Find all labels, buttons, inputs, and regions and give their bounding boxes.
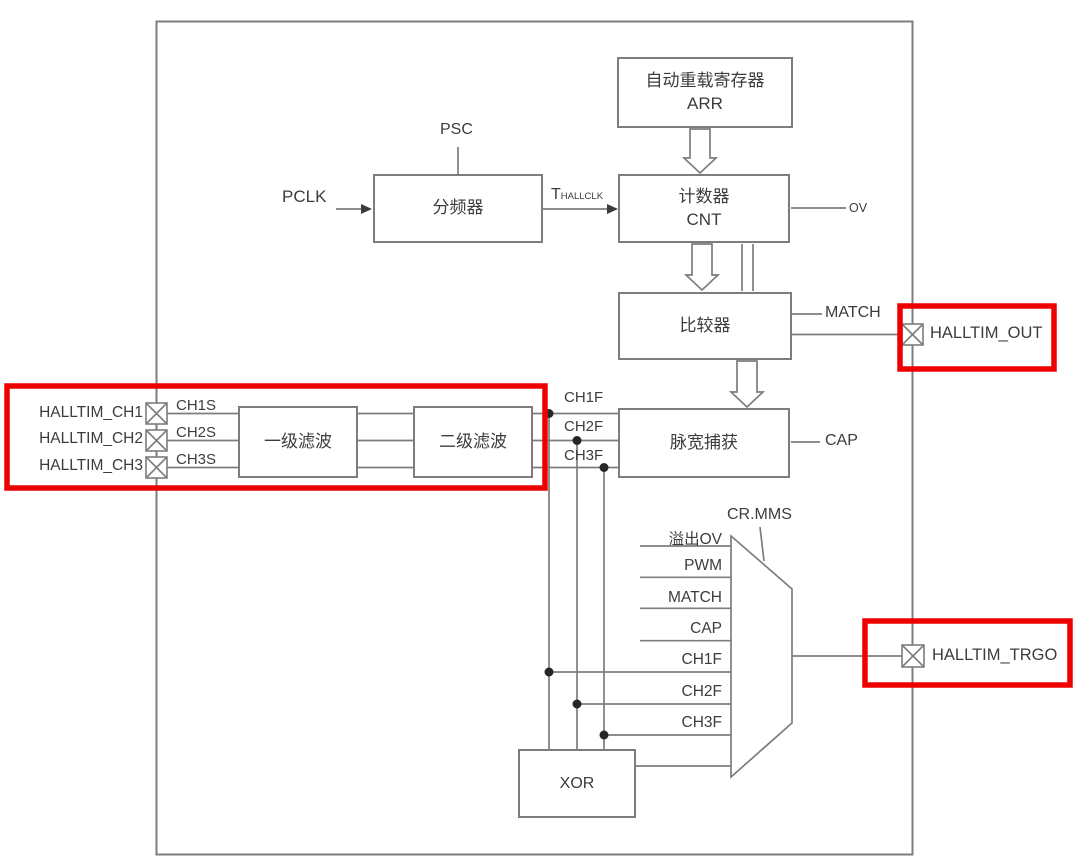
crmms-pointer-line — [759, 526, 765, 562]
pad-ch1-label: HALLTIM_CH1 — [39, 404, 143, 421]
pad-symbols — [145, 323, 925, 668]
mux-input-pwm-label: PWM — [684, 557, 722, 574]
comparator-label: 比较器 — [679, 315, 731, 335]
mux-input-cap-label: CAP — [690, 620, 722, 637]
xor-label: XOR — [559, 774, 595, 792]
cnt-to-comparator-arrow — [683, 243, 721, 292]
arr-to-cnt-arrow — [681, 128, 719, 175]
mux-input-ch1f-label: CH1F — [681, 651, 722, 668]
ov-label: OV — [849, 201, 868, 215]
match-label: MATCH — [825, 304, 881, 321]
ch2s-label: CH2S — [176, 424, 217, 441]
counter-block: 计数器 CNT — [618, 174, 790, 243]
pad-ch3-icon — [145, 456, 168, 479]
mux-input-match-label: MATCH — [668, 589, 722, 606]
pad-trgo-icon — [901, 644, 925, 668]
highlight-channels — [4, 383, 548, 491]
counter-label-en: CNT — [686, 209, 722, 229]
filter-stage2-block: 二级滤波 — [413, 406, 533, 478]
filter-stage1-block: 一级滤波 — [238, 406, 358, 478]
arr-label-en: ARR — [687, 93, 723, 113]
prescaler-label: 分频器 — [432, 198, 484, 218]
psc-label: PSC — [440, 121, 473, 138]
pad-trgo-label: HALLTIM_TRGO — [932, 646, 1058, 664]
prescaler-block: 分频器 — [373, 174, 543, 243]
ch3f-label: CH3F — [564, 447, 604, 464]
junction-dot — [572, 436, 582, 445]
pclk-arrowhead — [361, 204, 372, 214]
hallclk-label-sub: HALLCLK — [560, 191, 604, 202]
pad-out-label: HALLTIM_OUT — [930, 324, 1043, 342]
counter-label-cn: 计数器 — [678, 186, 730, 206]
wires — [167, 147, 902, 767]
pad-ch2-icon — [145, 429, 168, 452]
highlight-out — [897, 303, 1057, 372]
hallclk-arrowhead — [607, 204, 618, 214]
arr-label-cn: 自动重载寄存器 — [645, 70, 765, 90]
junction-dot — [572, 699, 582, 709]
mux-input-ov-label: 溢出OV — [668, 531, 722, 548]
mux-input-ch3f-label: CH3F — [681, 714, 722, 731]
ch2f-label: CH2F — [564, 418, 604, 435]
mux-select-label: CR.MMS — [727, 506, 792, 523]
arr-register-block: 自动重载寄存器 ARR — [617, 57, 793, 128]
filter-stage1-label: 一级滤波 — [264, 431, 332, 451]
ch1f-label: CH1F — [564, 389, 604, 406]
hallclk-label-main: T — [551, 186, 561, 203]
cap-label: CAP — [825, 432, 858, 449]
pad-out-icon — [901, 323, 924, 346]
pad-ch1-icon — [145, 402, 168, 425]
highlight-rects — [4, 303, 1073, 688]
mux-input-ch2f-label: CH2F — [681, 683, 722, 700]
pad-ch3-label: HALLTIM_CH3 — [39, 457, 143, 474]
block-arrows — [681, 128, 766, 409]
pclk-label: PCLK — [282, 187, 327, 206]
junction-dot — [599, 730, 609, 740]
pulse-capture-block: 脉宽捕获 — [618, 408, 790, 478]
pulse-capture-label: 脉宽捕获 — [670, 432, 738, 452]
xor-block: XOR — [518, 749, 636, 818]
pad-ch2-label: HALLTIM_CH2 — [39, 430, 143, 447]
highlight-trgo — [862, 618, 1073, 688]
ch1s-label: CH1S — [176, 397, 217, 414]
hallclk-label: THALLCLK — [551, 186, 603, 204]
comparator-block: 比较器 — [618, 292, 792, 360]
ch3s-label: CH3S — [176, 451, 217, 468]
junction-dot — [599, 463, 609, 472]
junction-dot — [544, 667, 554, 677]
filter-stage2-label: 二级滤波 — [439, 431, 507, 451]
comparator-to-capture-arrow — [728, 360, 766, 409]
trgo-mux — [730, 534, 793, 779]
